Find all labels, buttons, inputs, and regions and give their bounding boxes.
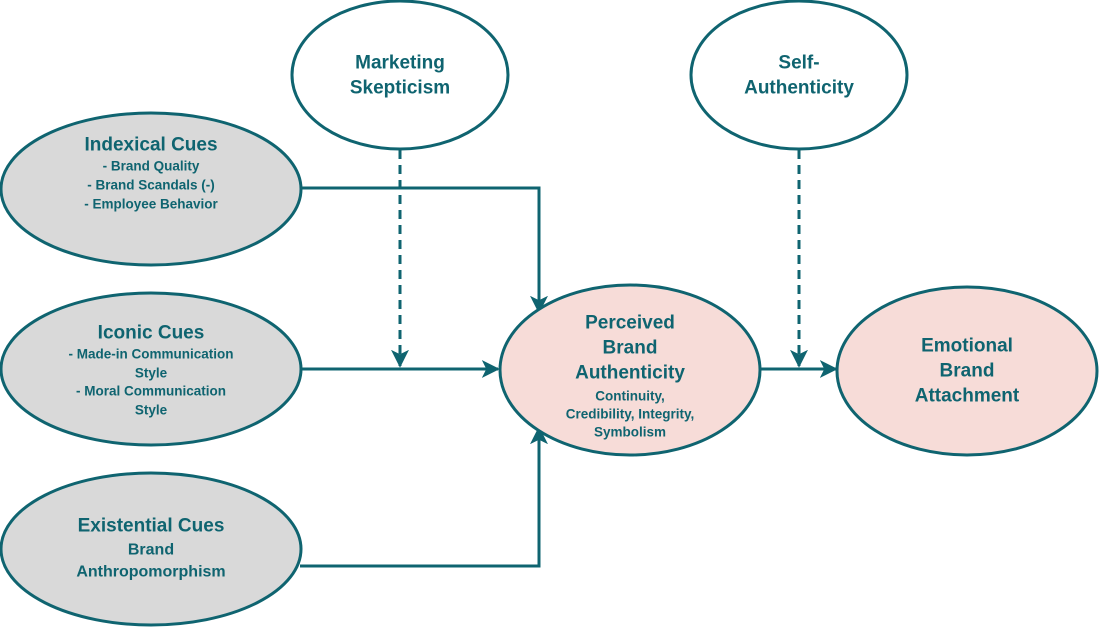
perceived-brand-authenticity-ellipse — [498, 283, 762, 457]
indexical-cue-item: - Brand Scandals (-) — [87, 178, 215, 193]
marketing-skepticism-label: Marketing — [355, 53, 445, 74]
indexical-cue-item: - Employee Behavior — [84, 197, 218, 212]
emotional-brand-attachment-node: Emotional Brand Attachment — [835, 285, 1099, 457]
connectors — [300, 150, 838, 568]
iconic-cues-ellipse — [0, 291, 303, 447]
indexical-to-perceived-arrow — [300, 186, 548, 314]
emotional-brand-attachment-ellipse — [835, 285, 1099, 457]
existential-cues-node: Existential Cues Brand Anthropomorphism — [0, 471, 303, 627]
iconic-cue-item: Style — [135, 403, 168, 418]
emotional-brand-attachment-label: Brand — [940, 361, 995, 382]
indexical-cues-node: Indexical Cues - Brand Quality - Brand S… — [0, 111, 303, 267]
perceived-brand-authenticity-title: Authenticity — [575, 363, 685, 384]
iconic-cues-title: Iconic Cues — [98, 323, 205, 344]
perceived-brand-authenticity-title: Brand — [603, 338, 658, 359]
self-authenticity-ellipse — [689, 0, 909, 151]
perceived-dimension-item: Credibility, Integrity, — [566, 407, 695, 422]
existential-cues-title: Existential Cues — [78, 516, 225, 537]
iconic-cue-item: Style — [135, 366, 168, 381]
iconic-cues-node: Iconic Cues - Made-in Communication Styl… — [0, 291, 303, 447]
emotional-brand-attachment-label: Attachment — [915, 386, 1020, 407]
existential-cues-ellipse — [0, 471, 303, 627]
perceived-dimension-item: Continuity, — [595, 389, 664, 404]
iconic-cue-item: - Made-in Communication — [69, 347, 234, 362]
indexical-cues-title: Indexical Cues — [84, 135, 217, 156]
iconic-cue-item: - Moral Communication — [76, 384, 226, 399]
existential-to-perceived-arrow — [300, 426, 548, 568]
perceived-dimension-item: Symbolism — [594, 425, 666, 440]
marketing-skepticism-label: Skepticism — [350, 78, 450, 99]
indexical-cues-ellipse — [0, 111, 303, 267]
marketing-skepticism-ellipse — [290, 0, 510, 151]
marketing-skepticism-node: Marketing Skepticism — [290, 0, 510, 151]
perceived-brand-authenticity-title: Perceived — [585, 313, 675, 334]
indexical-cue-item: - Brand Quality — [103, 159, 200, 174]
self-authenticity-label: Authenticity — [744, 78, 854, 99]
existential-cue-item: Anthropomorphism — [76, 564, 225, 581]
self-authenticity-node: Self- Authenticity — [689, 0, 909, 151]
perceived-brand-authenticity-node: Perceived Brand Authenticity Continuity,… — [498, 283, 762, 457]
emotional-brand-attachment-label: Emotional — [921, 336, 1013, 357]
self-authenticity-label: Self- — [778, 53, 819, 74]
existential-cue-item: Brand — [128, 542, 174, 559]
